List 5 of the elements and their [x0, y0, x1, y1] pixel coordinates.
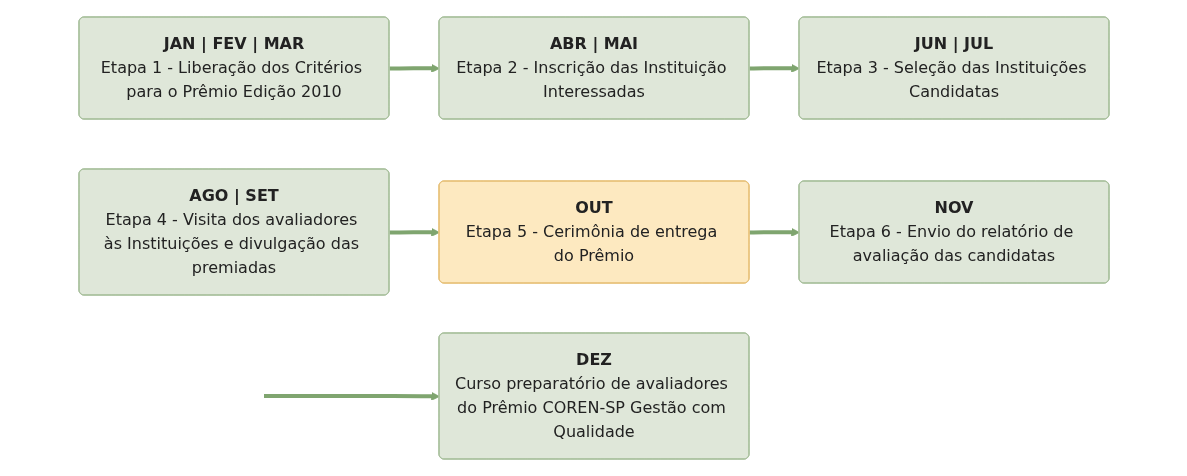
arrow	[748, 63, 800, 73]
arrow	[263, 391, 440, 401]
arrow	[388, 63, 440, 73]
arrow	[388, 227, 440, 237]
arrow	[748, 227, 800, 237]
